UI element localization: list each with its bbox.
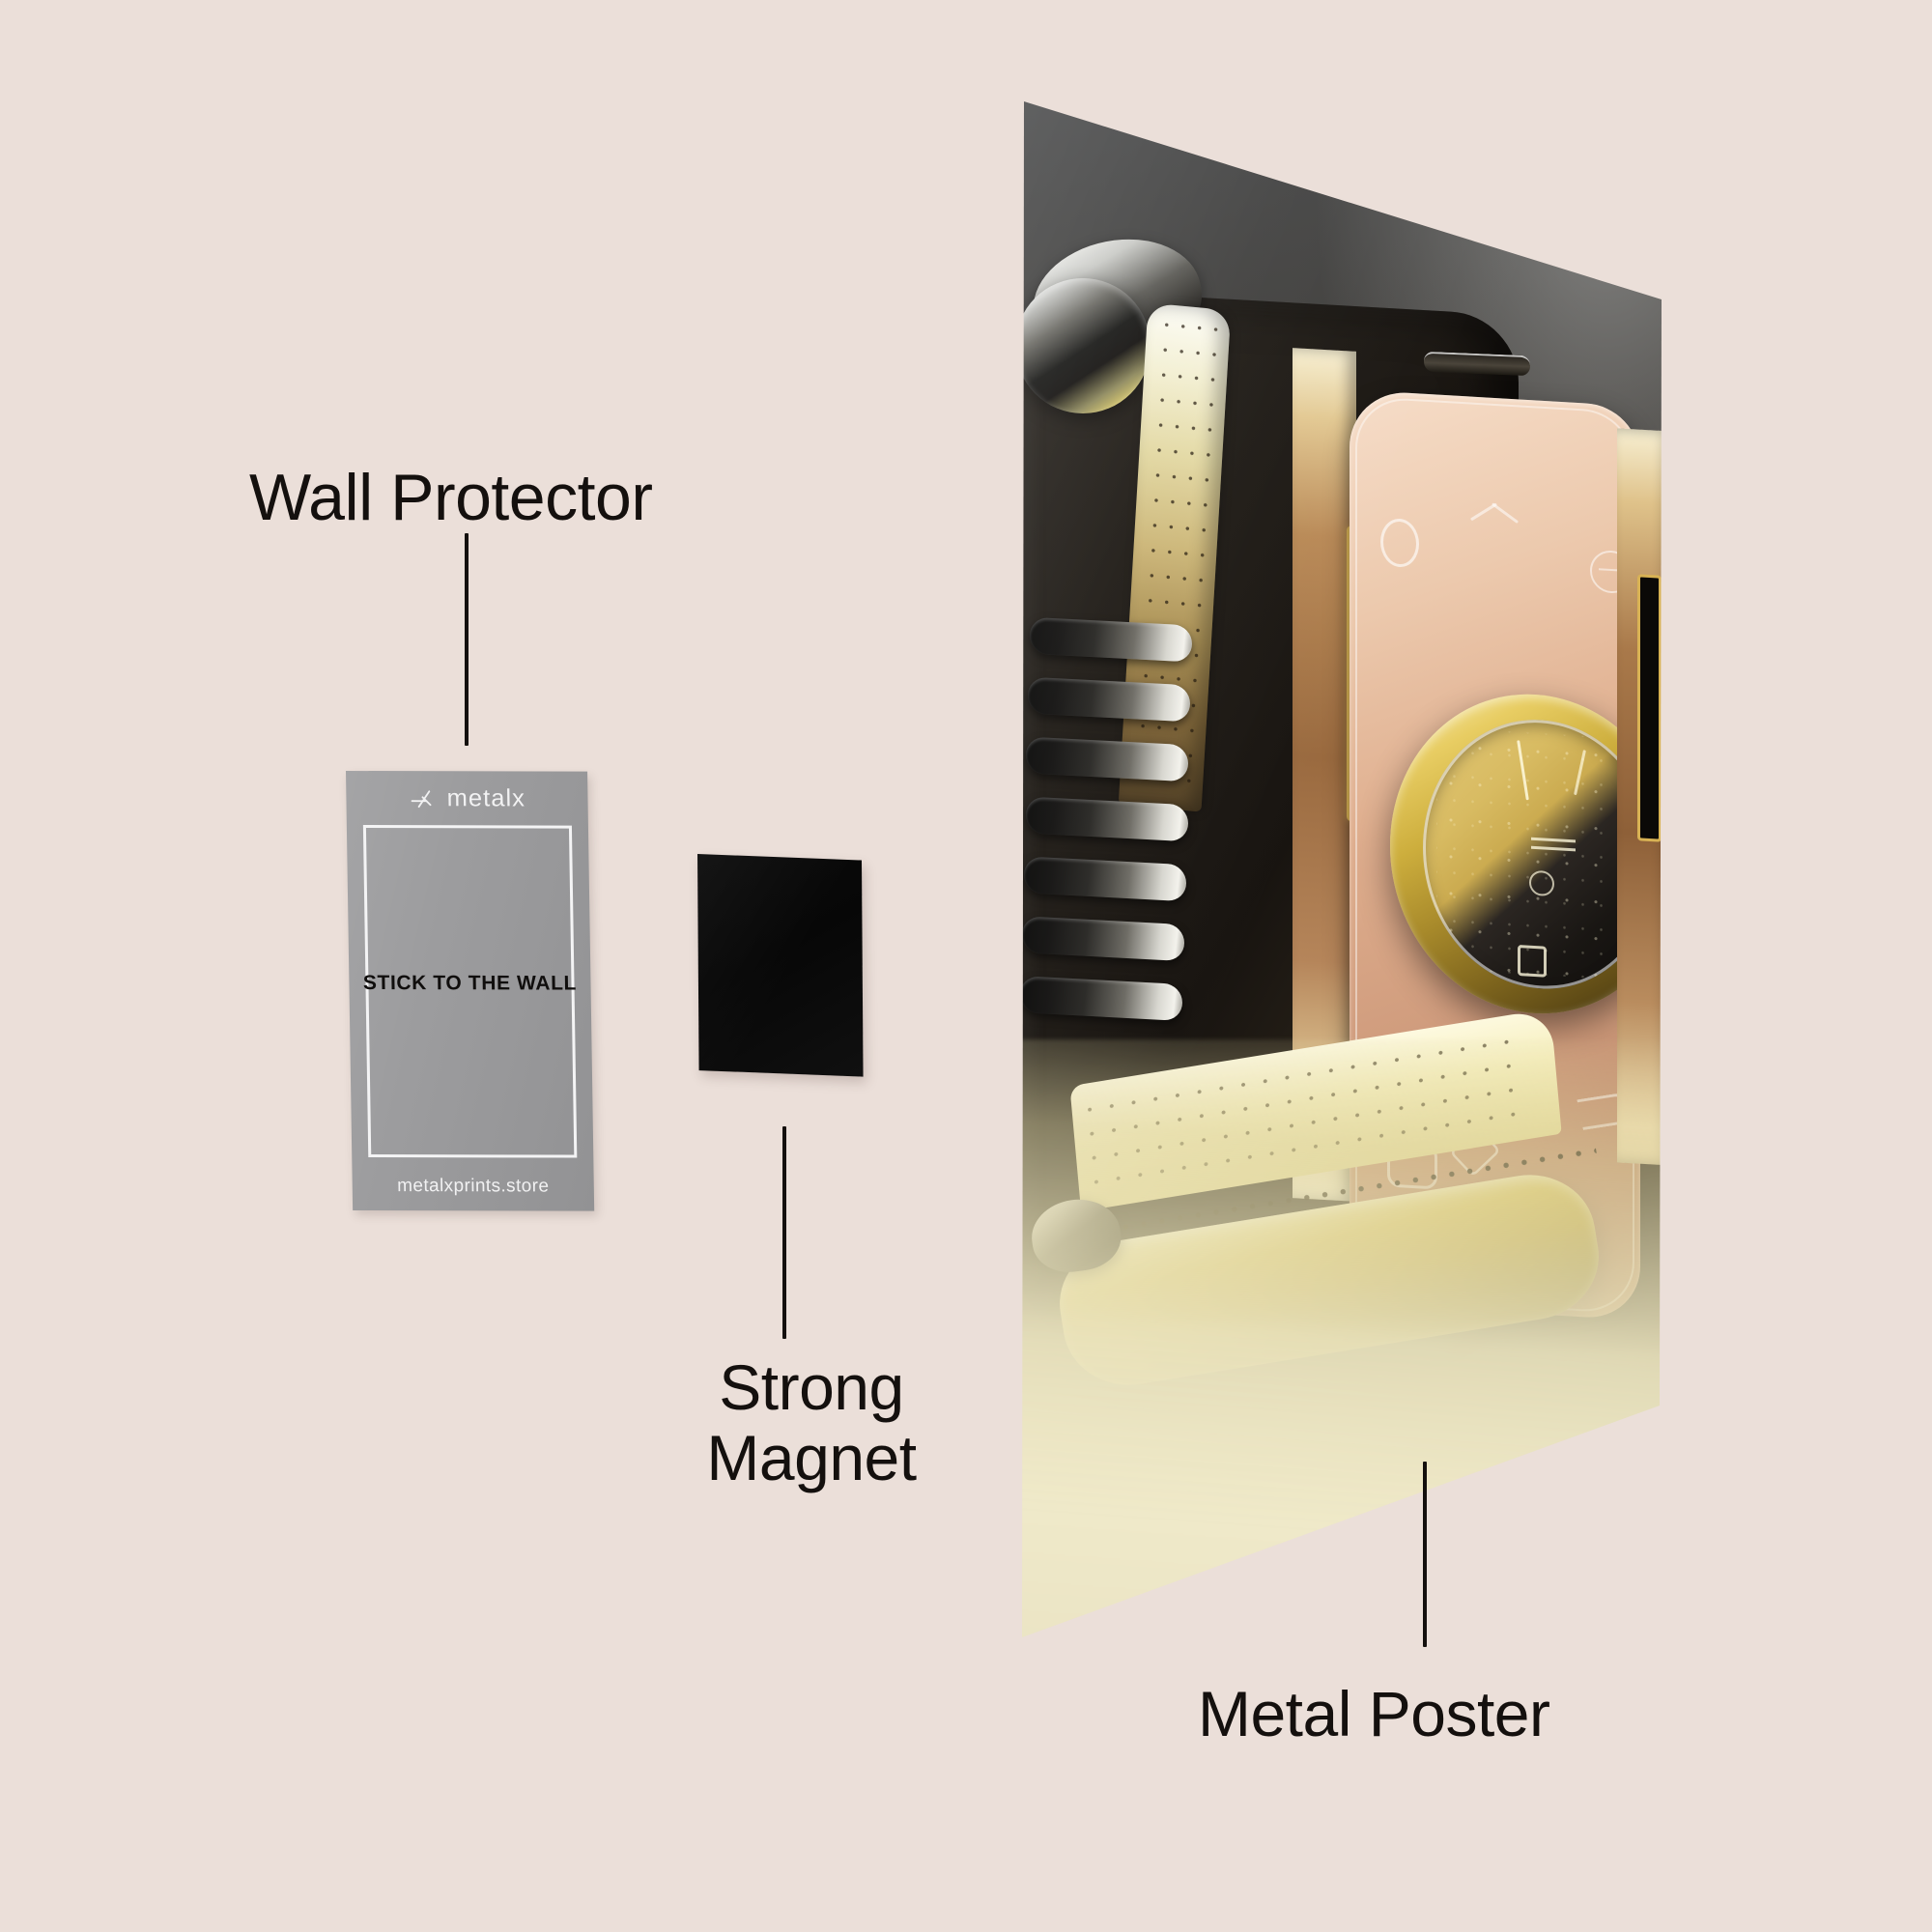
art-fin	[1028, 676, 1191, 723]
art-gold-slot-right	[1636, 573, 1662, 842]
art-fin	[1026, 796, 1189, 842]
art-fin	[1024, 856, 1187, 902]
art-dial-square-glyph	[1517, 944, 1547, 978]
metalx-logo-icon	[411, 789, 432, 808]
metal-poster-panel	[1005, 77, 1681, 1681]
art-chrome-cap	[1022, 277, 1151, 413]
card-headline: STICK TO THE WALL	[362, 972, 578, 995]
art-floor-gradient	[1022, 1039, 1662, 1637]
callout-label-wall-protector: Wall Protector	[249, 461, 653, 534]
art-chrome-fin-stack	[1022, 617, 1229, 1043]
poster-edge-thickness	[1674, 77, 1681, 1681]
art-fin	[1030, 617, 1193, 663]
art-fin	[1022, 976, 1183, 1022]
art-dial-circle-glyph	[1528, 869, 1554, 896]
art-chevron-up-icon	[1468, 496, 1520, 526]
leader-line-wall-protector	[465, 533, 469, 746]
wall-protector-card: metalx STICK TO THE WALL metalxprints.st…	[346, 771, 595, 1211]
art-dial-glyphs	[1436, 727, 1645, 981]
callout-label-strong-magnet: Strong Magnet	[706, 1351, 917, 1493]
art-fin	[1022, 916, 1185, 962]
art-fin	[1026, 736, 1189, 782]
leader-line-strong-magnet	[782, 1126, 786, 1339]
art-speaker-slot-icon	[1423, 351, 1531, 376]
callout-label-metal-poster: Metal Poster	[1198, 1678, 1550, 1749]
leader-line-metal-poster	[1423, 1462, 1427, 1647]
card-store-url: metalxprints.store	[397, 1176, 550, 1197]
brand-wordmark: metalx	[446, 784, 526, 812]
poster-artwork	[1022, 77, 1681, 1681]
strong-magnet-square	[697, 854, 864, 1077]
brand-logo: metalx	[346, 784, 587, 813]
magnet-sheen	[697, 854, 864, 1077]
